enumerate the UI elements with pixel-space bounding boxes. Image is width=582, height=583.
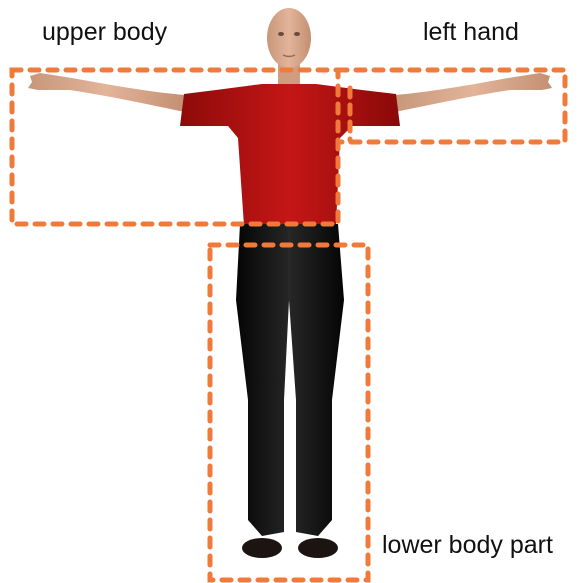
right-arm-skin (395, 73, 552, 112)
shoes (242, 538, 338, 558)
shirt (180, 84, 400, 226)
pants (236, 224, 344, 536)
left-hand-label: left hand (423, 20, 519, 45)
left-arm-skin (28, 73, 185, 112)
upper-body-label: upper body (42, 20, 167, 45)
lower-body-part-label: lower body part (382, 533, 553, 558)
head (267, 8, 311, 90)
